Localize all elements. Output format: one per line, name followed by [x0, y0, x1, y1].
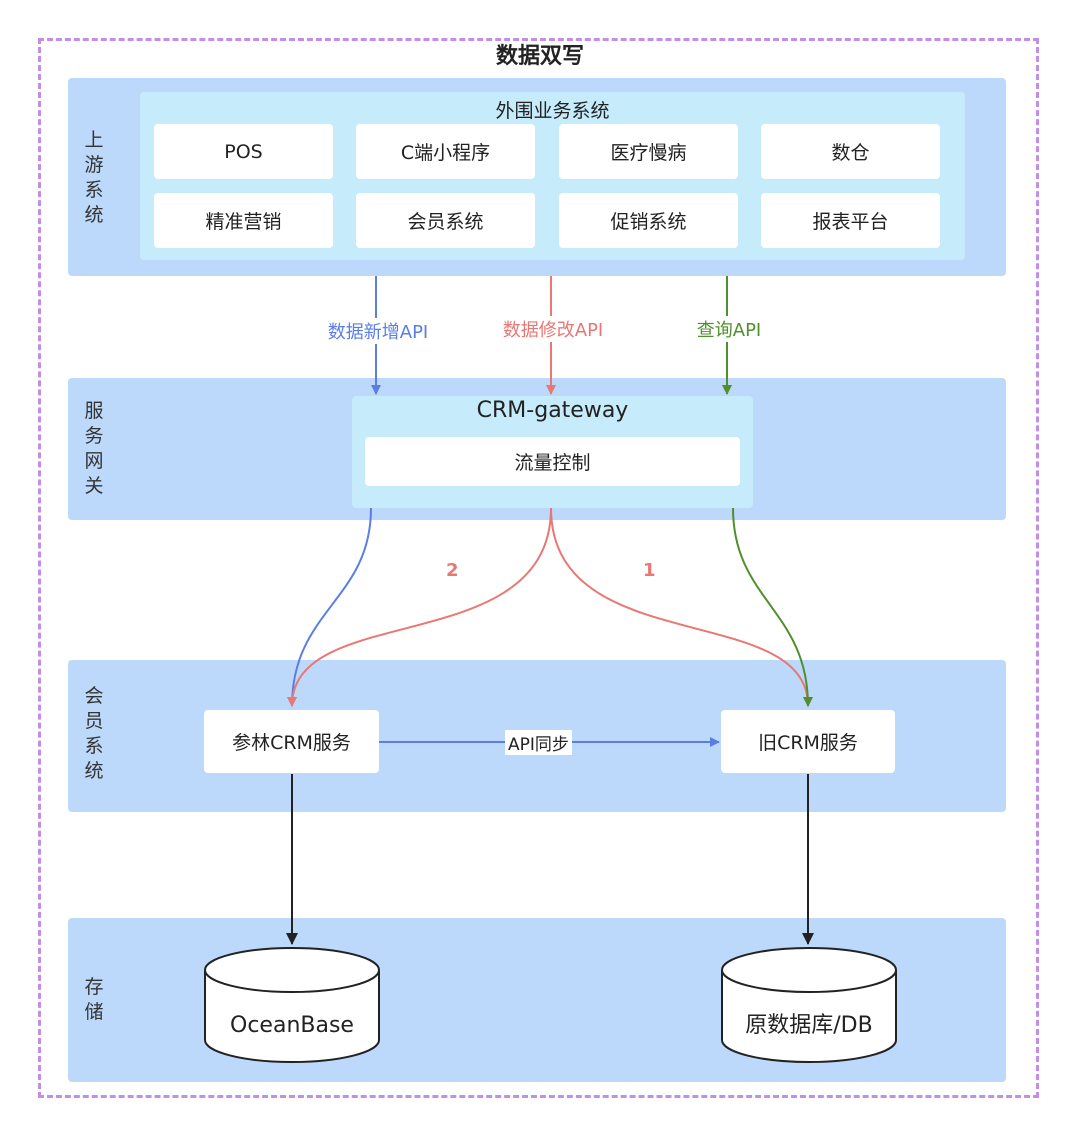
legacy-db-cylinder: 原数据库/DB	[721, 947, 897, 1063]
system-c-miniprogram: C端小程序	[356, 124, 535, 179]
system-data-warehouse: 数仓	[761, 124, 940, 179]
gateway-layer-label: 服务 网关	[84, 400, 104, 497]
update-to-new-crm-arrow	[287, 507, 552, 707]
query-to-old-crm-arrow	[732, 507, 813, 707]
system-pos: POS	[154, 124, 333, 179]
upstream-group-title: 外围业务系统	[495, 100, 610, 122]
order-label-2: 2	[446, 560, 459, 581]
query-api-label: 查询API	[688, 316, 770, 342]
create-api-label: 数据新增API	[316, 318, 440, 344]
api-sync-label: API同步	[505, 730, 572, 755]
system-report-platform: 报表平台	[761, 193, 940, 248]
oceanbase-cylinder: OceanBase	[204, 947, 380, 1063]
create-to-new-crm-arrow	[287, 507, 372, 707]
system-promotion: 促销系统	[559, 193, 738, 248]
oceanbase-label: OceanBase	[230, 1013, 354, 1038]
outer-frame	[38, 38, 1039, 1098]
old-crm-service: 旧CRM服务	[721, 710, 895, 773]
update-to-old-crm-arrow	[550, 507, 813, 707]
system-member: 会员系统	[356, 193, 535, 248]
update-api-label: 数据修改API	[491, 316, 615, 342]
order-label-1: 1	[643, 560, 656, 581]
new-crm-service: 参林CRM服务	[204, 710, 379, 773]
crm-gateway-title: CRM-gateway	[476, 398, 629, 423]
upstream-layer-label: 上游 系统	[84, 129, 104, 226]
diagram-title: 数据双写	[495, 44, 584, 69]
member-layer-label: 会员 系统	[84, 685, 104, 782]
system-precision-marketing: 精准营销	[154, 193, 333, 248]
legacy-db-label: 原数据库/DB	[745, 1013, 872, 1038]
flow-control-box: 流量控制	[365, 437, 740, 486]
storage-layer-label: 存储	[84, 976, 104, 1023]
system-medical-chronic: 医疗慢病	[559, 124, 738, 179]
